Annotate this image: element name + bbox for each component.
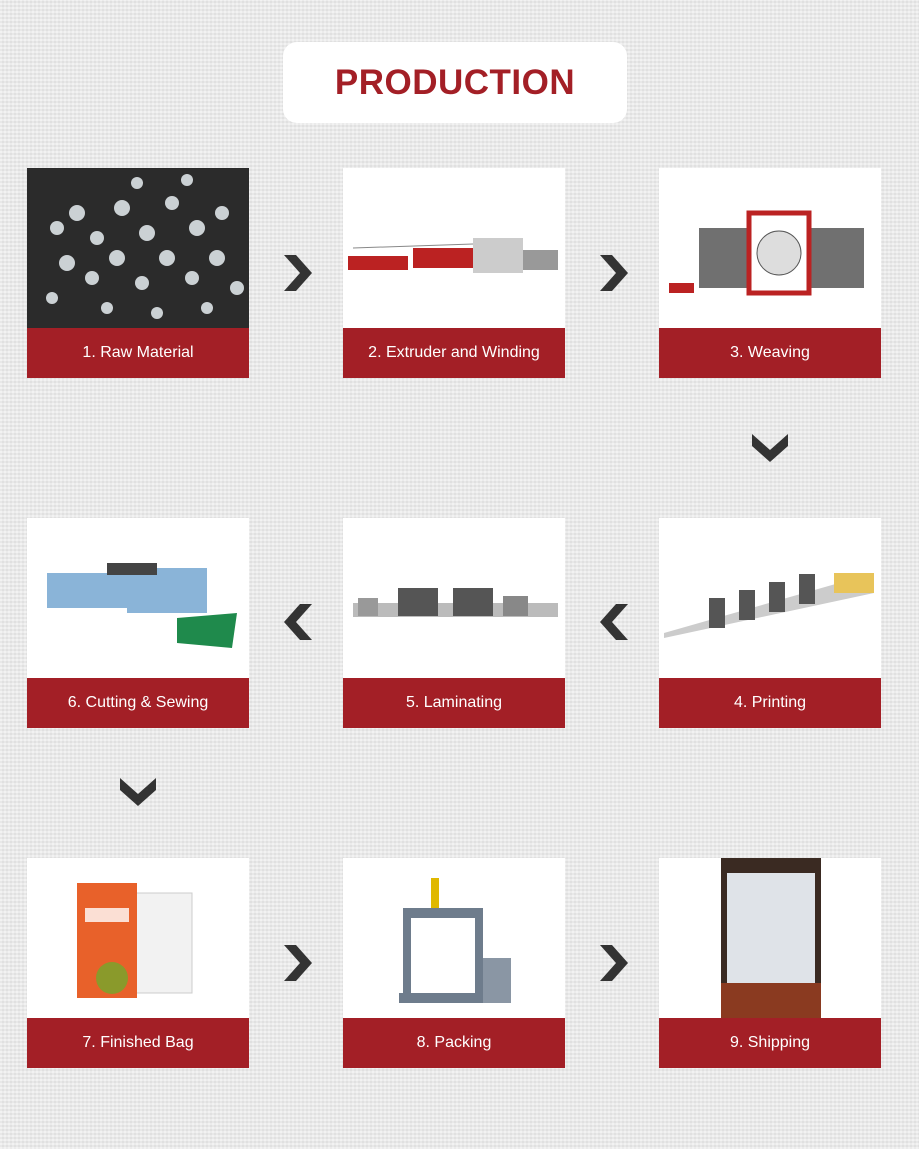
step-laminating: 5. Laminating xyxy=(343,518,565,728)
chevron-right-icon xyxy=(600,255,628,291)
plastic-pellets-image xyxy=(27,168,249,328)
title-box: PRODUCTION xyxy=(283,42,627,123)
extruder-machine-image xyxy=(343,168,565,328)
printing-machine-image xyxy=(659,518,881,678)
chevron-left-icon xyxy=(600,604,628,640)
step-extruder-winding: 2. Extruder and Winding xyxy=(343,168,565,378)
chevron-right-icon xyxy=(600,945,628,981)
step-label: 2. Extruder and Winding xyxy=(343,328,565,378)
laminating-machine-image xyxy=(343,518,565,678)
chevron-left-icon xyxy=(284,604,312,640)
shipping-container-image xyxy=(659,858,881,1018)
chevron-down-icon xyxy=(752,434,788,462)
step-label: 8. Packing xyxy=(343,1018,565,1068)
chevron-down-icon xyxy=(120,778,156,806)
cutting-sewing-machine-image xyxy=(27,518,249,678)
chevron-right-icon xyxy=(284,255,312,291)
step-label: 5. Laminating xyxy=(343,678,565,728)
step-label: 1. Raw Material xyxy=(27,328,249,378)
step-label: 9. Shipping xyxy=(659,1018,881,1068)
step-label: 7. Finished Bag xyxy=(27,1018,249,1068)
step-finished-bag: 7. Finished Bag xyxy=(27,858,249,1068)
step-raw-material: 1. Raw Material xyxy=(27,168,249,378)
finished-bag-image xyxy=(27,858,249,1018)
chevron-right-icon xyxy=(284,945,312,981)
circular-loom-image xyxy=(659,168,881,328)
step-weaving: 3. Weaving xyxy=(659,168,881,378)
step-printing: 4. Printing xyxy=(659,518,881,728)
step-label: 6. Cutting & Sewing xyxy=(27,678,249,728)
step-label: 4. Printing xyxy=(659,678,881,728)
baling-press-image xyxy=(343,858,565,1018)
step-shipping: 9. Shipping xyxy=(659,858,881,1068)
step-cutting-sewing: 6. Cutting & Sewing xyxy=(27,518,249,728)
step-packing: 8. Packing xyxy=(343,858,565,1068)
page-title: PRODUCTION xyxy=(334,62,576,102)
step-label: 3. Weaving xyxy=(659,328,881,378)
